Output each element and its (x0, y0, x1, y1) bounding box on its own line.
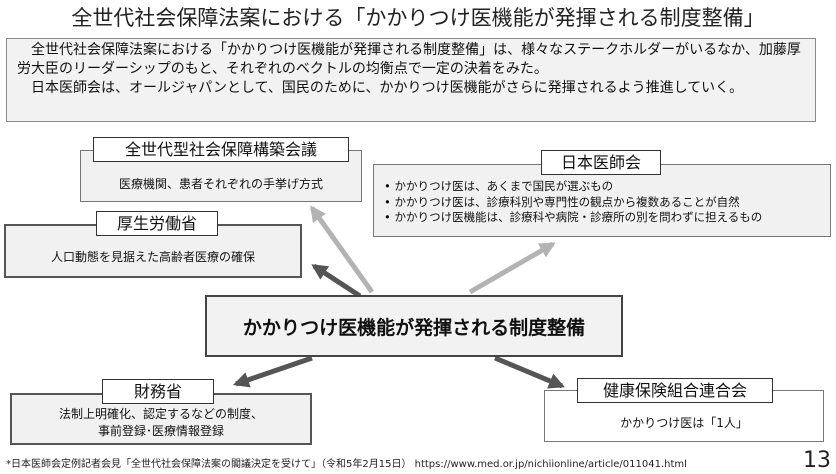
ishikai-label: 日本医師会 (541, 150, 661, 175)
ishikai-bullet: かかりつけ医は、診療科別や専門性の観点から複数あることが自然 (384, 195, 830, 211)
arrow-to-kenpo (494, 355, 565, 389)
arrow-to-ishikai (468, 241, 556, 295)
center-text: かかりつけ医機能が発揮される制度整備 (242, 316, 586, 339)
zensedai-text: 医療機関、患者それぞれの手挙げ方式 (118, 176, 323, 191)
page-title: 全世代社会保障法案における「かかりつけ医機能が発揮される制度整備」 (71, 6, 765, 30)
arrow-to-zensedai (309, 205, 375, 294)
zensedai-label: 全世代型社会保障構築会議 (93, 137, 349, 162)
kenpo-label: 健康保険組合連合会 (577, 378, 773, 403)
zaimusho-text-line1: 法制上明確化、認定するなどの制度、 (58, 407, 263, 421)
koroshou-text: 人口動態を見据えた高齢者医療の確保 (50, 249, 255, 264)
koroshou-label: 厚生労働省 (96, 211, 218, 236)
kenpo-text: かかりつけ医は「1人」 (620, 415, 748, 430)
ishikai-bullet: かかりつけ医は、あくまで国民が選ぶもの (384, 179, 830, 195)
zaimusho-text-line2: 事前登録･医療情報登録 (97, 424, 224, 438)
zaimusho-label: 財務省 (102, 379, 214, 404)
ishikai-box: かかりつけ医は、あくまで国民が選ぶもの かかりつけ医は、診療科別や専門性の観点か… (373, 164, 831, 237)
ishikai-bullets: かかりつけ医は、あくまで国民が選ぶもの かかりつけ医は、診療科別や専門性の観点か… (384, 179, 830, 226)
arrow-to-koroshou (311, 263, 362, 299)
summary-box: 全世代社会保障法案における「かかりつけ医機能が発揮される制度整備」は、様々なステ… (6, 38, 816, 122)
center-box: かかりつけ医機能が発揮される制度整備 (205, 295, 623, 357)
page-number: 13 (803, 448, 831, 473)
summary-paragraph-2: 日本医師会は、オールジャパンとして、国民のために、かかりつけ医機能がさらに発揮さ… (31, 80, 744, 96)
summary-paragraph-1: 全世代社会保障法案における「かかりつけ医機能が発揮される制度整備」は、様々なステ… (17, 42, 801, 77)
arrow-to-zaimusho (232, 355, 313, 388)
footnote: *日本医師会定例記者会見「全世代社会保障法案の閣議決定を受けて」（令和5年2月1… (6, 459, 687, 470)
ishikai-bullet: かかりつけ医機能は、診療科や病院・診療所の別を問わずに担えるもの (384, 210, 830, 226)
